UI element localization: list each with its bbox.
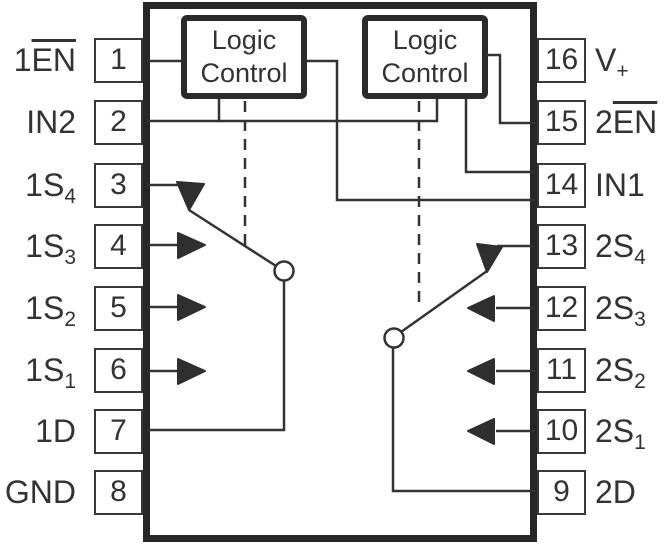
pin-5-label-base: 1S	[25, 290, 65, 326]
pin-1-label-overline: EN	[31, 42, 76, 78]
pin-4-box: 4	[94, 224, 143, 269]
pin-14-box: 14	[537, 163, 586, 208]
pin-8-label: GND	[0, 470, 76, 515]
pin-16-label: V+	[595, 38, 664, 83]
pin-7-label-base: 1D	[35, 413, 76, 449]
pin-7-box: 7	[94, 409, 143, 454]
pin-4-label-sub: 3	[64, 246, 76, 269]
pin-16-label-sub: +	[616, 60, 629, 83]
pin-15-label-overline: EN	[612, 104, 658, 140]
pin-6-label: 1S1	[0, 348, 76, 393]
pin-9-box: 9	[537, 470, 586, 515]
pin-6-box: 6	[94, 348, 143, 393]
pin-6-label-sub: 1	[64, 370, 76, 393]
pin-13-label: 2S4	[595, 224, 664, 269]
pin-11-box: 11	[537, 348, 586, 393]
logic-control-2: Logic Control	[362, 15, 488, 99]
pin-2-box: 2	[94, 100, 143, 145]
pin-9-label: 2D	[595, 470, 664, 515]
pin-1-label: 1EN	[0, 38, 76, 83]
pin-2-label-base: IN2	[26, 104, 76, 140]
pin-8-box: 8	[94, 470, 143, 515]
pin-16-label-base: V	[595, 42, 617, 78]
pin-16-box: 16	[537, 38, 586, 83]
pin-8-label-base: GND	[4, 474, 76, 510]
pin-12-label: 2S3	[595, 286, 664, 331]
logic-control-2-line1: Logic	[392, 25, 458, 55]
pin-3-label-sub: 4	[64, 185, 76, 208]
pin-6-label-base: 1S	[25, 352, 65, 388]
pin-14-label: IN1	[595, 163, 664, 208]
pin-11-label-base: 2S	[595, 352, 635, 388]
pin-2-label: IN2	[0, 100, 76, 145]
pin-9-label-base: 2D	[595, 474, 636, 510]
pin-11-label: 2S2	[595, 348, 664, 393]
pin-5-box: 5	[94, 286, 143, 331]
pin-15-label-base: 2	[595, 104, 613, 140]
pin-11-label-sub: 2	[634, 370, 646, 393]
pin-12-label-base: 2S	[595, 290, 635, 326]
pin-13-box: 13	[537, 224, 586, 269]
pin-13-label-base: 2S	[595, 228, 635, 264]
pin-10-label-sub: 1	[634, 431, 646, 454]
logic-control-2-line2: Control	[381, 58, 469, 88]
pin-13-label-sub: 4	[634, 246, 646, 269]
pin-5-label-sub: 2	[64, 308, 76, 331]
pin-3-label: 1S4	[0, 163, 76, 208]
pin-14-label-base: IN1	[595, 167, 645, 203]
pin-3-label-base: 1S	[25, 167, 65, 203]
pin-10-box: 10	[537, 409, 586, 454]
pin-1-box: 1	[94, 38, 143, 83]
pin-4-label-base: 1S	[25, 228, 65, 264]
logic-control-1-line2: Control	[200, 58, 288, 88]
pin-7-label: 1D	[0, 409, 76, 454]
logic-control-1: Logic Control	[181, 15, 307, 99]
pin-15-box: 15	[537, 100, 586, 145]
pin-5-label: 1S2	[0, 286, 76, 331]
pin-15-label: 2EN	[595, 100, 664, 145]
pin-12-box: 12	[537, 286, 586, 331]
pin-10-label: 2S1	[595, 409, 664, 454]
pin-10-label-base: 2S	[595, 413, 635, 449]
pin-3-box: 3	[94, 163, 143, 208]
pin-4-label: 1S3	[0, 224, 76, 269]
pin-1-label-base: 1	[13, 42, 32, 78]
pin-12-label-sub: 3	[634, 308, 646, 331]
logic-control-1-line1: Logic	[211, 25, 277, 55]
